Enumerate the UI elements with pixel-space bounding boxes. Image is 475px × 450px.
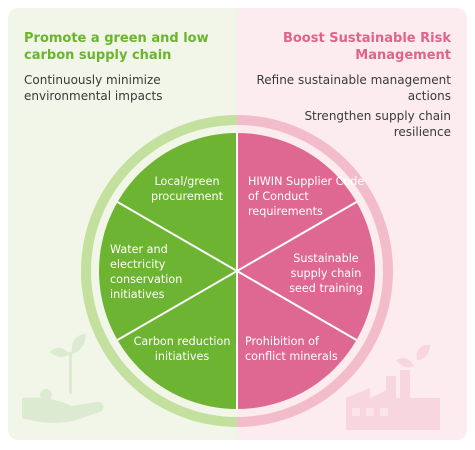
right-panel-description-2: Strengthen supply chain resilience — [304, 109, 451, 139]
hand-holding-sprout-icon — [22, 334, 104, 423]
outer-ring-right — [236, 115, 393, 427]
wheel-divider-diagonal-b — [116, 201, 358, 341]
factory-with-leaves-icon — [346, 344, 440, 430]
left-panel-description: Continuously minimize environmental impa… — [24, 73, 163, 103]
right-panel-description-1: Refine sustainable management actions — [256, 73, 451, 103]
segment-supplier-code-of-conduct: HIWIN Supplier Code of Conduct requireme… — [248, 175, 365, 218]
segment-seed-training: Sustainable supply chain seed training — [289, 252, 363, 295]
wheel-half-green — [99, 133, 237, 409]
segment-conflict-minerals: Prohibition of conflict minerals — [245, 335, 338, 363]
segment-local-green-procurement: Local/green procurement — [150, 175, 224, 203]
left-panel-title: Promote a green and low carbon supply ch… — [24, 31, 209, 63]
wheel-half-pink — [237, 133, 375, 409]
segment-carbon-reduction: Carbon reduction initiatives — [133, 335, 231, 363]
right-panel-title: Boost Sustainable Risk Management — [282, 31, 451, 63]
outer-ring-left — [81, 115, 238, 427]
segment-water-electricity-conservation: Water and electricity conservation initi… — [110, 243, 183, 301]
